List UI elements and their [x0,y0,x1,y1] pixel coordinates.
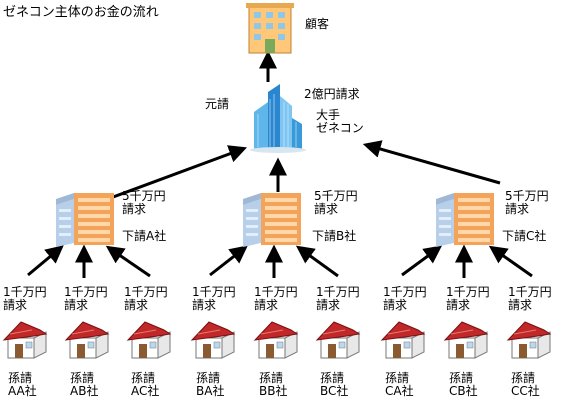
arrow-ca-to-sub-c [401,245,443,277]
arrow-cc-to-sub-c [488,245,533,278]
arrow-aa-to-sub-a [27,245,64,277]
sub-c-request-label: 5千万円 請求 [505,189,549,216]
diagram-title: ゼネコン主体のお金の流れ [3,5,159,20]
aa-request-label: 1千万円 請求 [3,285,47,312]
ac-request-label: 1千万円 請求 [124,285,168,312]
customer-label: 顧客 [305,17,330,31]
ac-name-label: 孫請 AC社 [131,371,160,398]
aa-name-label: 孫請 AA社 [8,371,37,398]
ca-request-label: 1千万円 請求 [383,285,427,312]
cb-request-label: 1千万円 請求 [446,285,490,312]
ba-request-label: 1千万円 請求 [192,285,236,312]
arrow-ac-to-sub-a [105,245,151,278]
sub-b-request-label: 5千万円 請求 [314,189,358,216]
bc-request-label: 1千万円 請求 [316,285,360,312]
sub-c-name-label: 下請C社 [502,229,547,243]
bb-request-label: 1千万円 請求 [254,285,298,312]
bb-name-label: 孫請 BB社 [259,371,288,398]
cc-request-label: 1千万円 請求 [508,285,552,312]
ab-name-label: 孫請 AB社 [70,371,99,398]
arrow-ba-to-sub-b [209,245,248,277]
prime-role-label: 元請 [205,97,230,111]
arrow-bc-to-sub-b [295,245,339,278]
sub-a-request-label: 5千万円 請求 [122,189,166,216]
sub-a-name-label: 下請A社 [122,229,167,243]
ab-request-label: 1千万円 請求 [64,285,108,312]
cb-name-label: 孫請 CB社 [449,371,478,398]
sub-b-name-label: 下請B社 [312,229,357,243]
bc-name-label: 孫請 BC社 [320,371,349,398]
prime-name-label: 大手 ゼネコン [316,108,364,135]
arrow-sub-c-to-prime [362,140,501,185]
ba-name-label: 孫請 BA社 [196,371,225,398]
prime-request-label: 2億円請求 [304,87,360,101]
arrow-sub-a-to-prime [104,145,248,202]
cc-name-label: 孫請 CC社 [511,371,540,398]
ca-name-label: 孫請 CA社 [385,371,414,398]
